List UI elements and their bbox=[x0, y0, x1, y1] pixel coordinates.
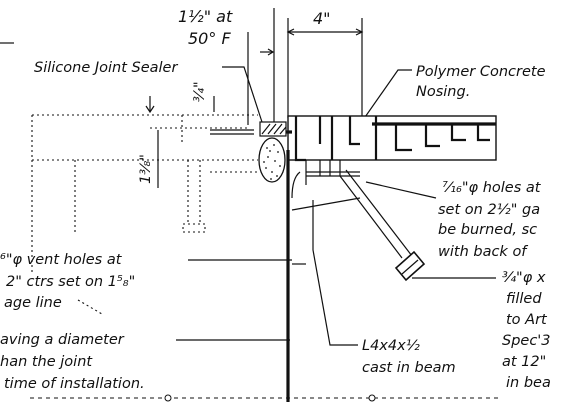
backer-label-2: han the joint bbox=[0, 354, 93, 370]
holes-label-3: be burned, sc bbox=[438, 222, 537, 238]
nosing-arrow-left bbox=[286, 28, 295, 36]
angle-horizontal-leg bbox=[306, 171, 360, 177]
angle-fillet bbox=[291, 171, 301, 199]
bottom-marker-1 bbox=[164, 394, 172, 402]
stud-label-6: in bea bbox=[506, 375, 551, 391]
angle-label-2: cast in beam bbox=[362, 360, 456, 376]
dim-one-three-eighths-label: 1⅜" bbox=[138, 154, 154, 184]
backer-label-1: aving a diameter bbox=[0, 332, 125, 348]
holes-leader bbox=[365, 181, 437, 199]
gap-dim-label: 1½" at bbox=[178, 7, 233, 26]
stud-head-line bbox=[401, 259, 419, 275]
dim-three-quarter-label: ¾" bbox=[192, 81, 208, 102]
stud-label-4: Spec'3 bbox=[502, 333, 551, 349]
stud-label-1: ¾"φ x bbox=[502, 270, 546, 286]
vent-dots bbox=[77, 299, 103, 315]
holes-label-4: with back of bbox=[438, 244, 528, 260]
bottom-marker-2 bbox=[368, 394, 376, 402]
nosing-leader bbox=[355, 69, 412, 131]
angle-label-1: L4x4x½ bbox=[362, 338, 420, 354]
backer-rod bbox=[258, 137, 286, 183]
vent-label-3: age line bbox=[4, 295, 62, 311]
angle-leader bbox=[312, 200, 358, 346]
vent-label-1: ⁶"φ vent holes at bbox=[0, 252, 123, 268]
anchor-stud bbox=[339, 169, 413, 259]
gap-dim-arrowhead bbox=[267, 48, 275, 56]
dim34-arrow bbox=[145, 105, 155, 114]
stud-label-2: filled bbox=[506, 291, 542, 307]
nosing-width-label: 4" bbox=[313, 9, 331, 28]
anchor-head bbox=[182, 223, 206, 233]
holes-label-2: set on 2½" ga bbox=[438, 202, 540, 218]
sealer-block bbox=[259, 121, 287, 137]
holes-label-1: ⁷⁄₁₆"φ holes at bbox=[442, 180, 542, 196]
sealer-leader bbox=[222, 66, 263, 123]
sealer-label: Silicone Joint Sealer bbox=[34, 60, 178, 76]
backer-label-3: time of installation. bbox=[4, 376, 145, 392]
holes-leader-2 bbox=[291, 197, 361, 211]
nosing-arrow-right bbox=[355, 28, 364, 36]
vent-label-2: 2" ctrs set on 1⁵₈" bbox=[6, 274, 135, 290]
nosing-label-2: Nosing. bbox=[416, 84, 470, 100]
gap-temp-label: 50° F bbox=[188, 29, 231, 48]
polymer-nosing bbox=[287, 115, 497, 162]
nosing-label-1: Polymer Concrete bbox=[416, 64, 546, 80]
backer-rod-stipple bbox=[263, 144, 281, 180]
stud-tops bbox=[305, 160, 341, 185]
stud-label-5: at 12" bbox=[502, 354, 546, 370]
stud-label-3: to Art bbox=[506, 312, 548, 328]
